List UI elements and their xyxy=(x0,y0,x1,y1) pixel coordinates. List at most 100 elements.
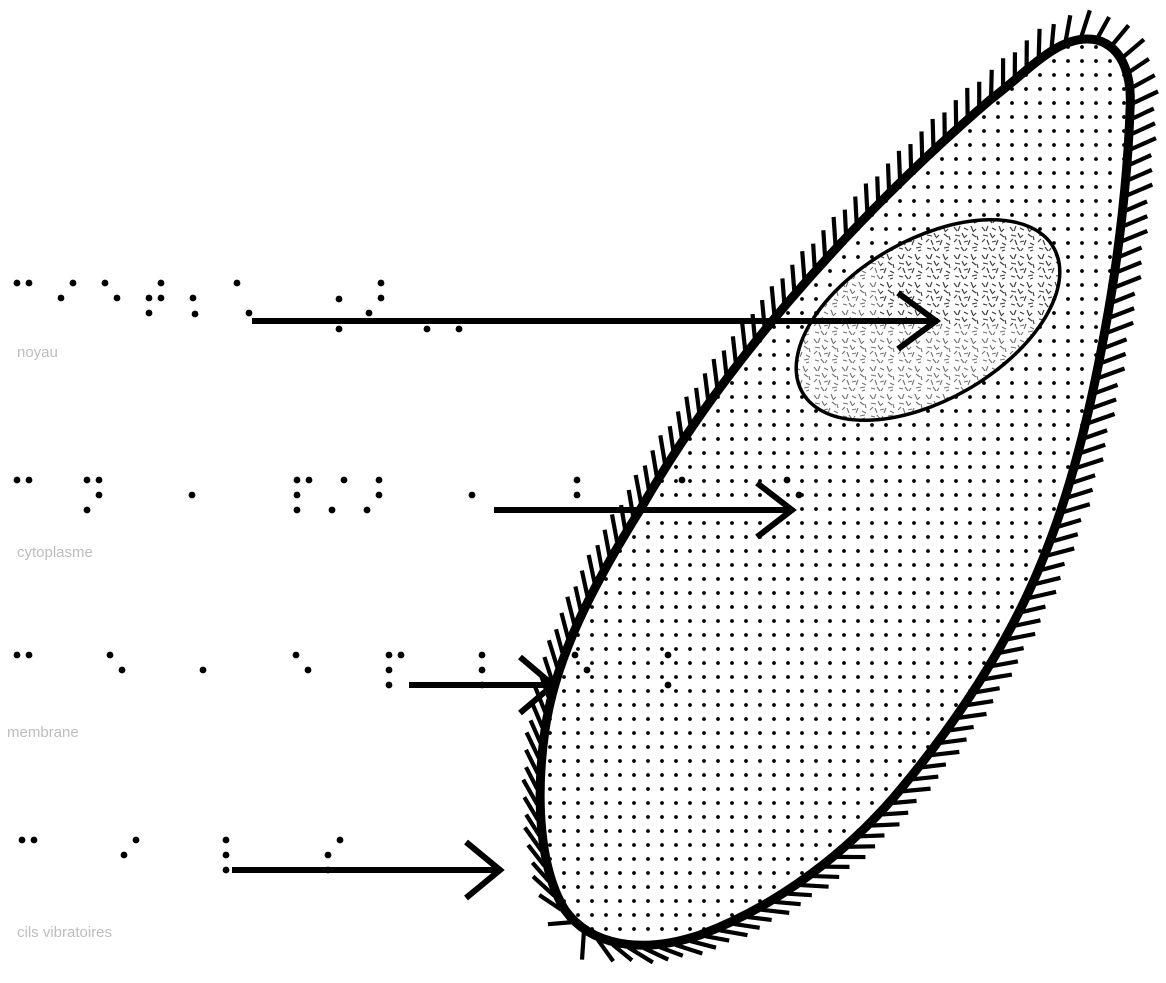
cilium xyxy=(1081,445,1105,453)
braille-dot xyxy=(665,652,672,659)
braille-dot xyxy=(378,280,385,287)
braille-dot xyxy=(223,867,230,874)
braille-dot xyxy=(96,477,103,484)
cilium xyxy=(1131,138,1156,149)
cilium xyxy=(792,265,794,291)
braille-dot xyxy=(223,852,230,859)
braille-dot xyxy=(336,326,343,333)
cilium xyxy=(561,613,568,638)
cilium xyxy=(1133,91,1158,103)
cilium xyxy=(1099,369,1125,378)
braille-dot xyxy=(84,477,91,484)
braille-dot xyxy=(14,652,21,659)
label-nucleus: noyau xyxy=(17,344,58,361)
cilium xyxy=(1063,504,1089,512)
cilium xyxy=(823,230,825,256)
cilium xyxy=(1108,323,1134,333)
braille-dot xyxy=(293,652,300,659)
cilium xyxy=(1124,216,1147,226)
cilium xyxy=(675,945,702,954)
cilium xyxy=(1048,548,1075,555)
cilium xyxy=(1127,185,1152,196)
cilium xyxy=(678,411,682,437)
braille-dot xyxy=(294,492,301,499)
cilium xyxy=(686,397,690,425)
braille-dot xyxy=(246,310,253,317)
cilium xyxy=(813,876,839,877)
cilium xyxy=(1113,294,1135,303)
cilium xyxy=(724,351,727,375)
cilium xyxy=(582,932,584,959)
cilium xyxy=(1120,248,1142,257)
braille-dot xyxy=(58,295,65,302)
braille-dot xyxy=(26,652,33,659)
cilium xyxy=(991,70,992,96)
cilium xyxy=(834,217,836,245)
cilium xyxy=(932,752,960,755)
cilium xyxy=(1052,24,1054,47)
cilium xyxy=(933,119,934,147)
braille-dot xyxy=(325,867,332,874)
cilium xyxy=(855,197,856,223)
braille-dot xyxy=(574,492,581,499)
label-cytoplasm: cytoplasme xyxy=(17,544,93,561)
label-cilia: cils vibratoires xyxy=(17,924,112,941)
cilium xyxy=(714,359,718,387)
cilium xyxy=(1092,399,1116,408)
cilium xyxy=(1039,29,1040,57)
cilium xyxy=(1133,109,1154,119)
cilium xyxy=(761,910,789,913)
cilium xyxy=(903,789,931,792)
cilium xyxy=(742,322,745,350)
cilium xyxy=(772,286,775,314)
braille-dot xyxy=(19,837,26,844)
braille-dot xyxy=(479,667,486,674)
cilium xyxy=(720,930,748,935)
cilium xyxy=(1096,385,1118,393)
braille-dot xyxy=(665,682,672,689)
cilium xyxy=(1113,25,1129,44)
cilium xyxy=(882,813,908,815)
braille-dot xyxy=(158,280,165,287)
cilium xyxy=(872,824,900,825)
cilium xyxy=(705,373,708,399)
braille-dot xyxy=(200,667,207,674)
label-membrane: membrane xyxy=(7,724,79,741)
cilium xyxy=(556,629,562,652)
cilium xyxy=(1068,490,1092,498)
arrow-cilia xyxy=(232,842,500,898)
braille-dot xyxy=(341,477,348,484)
braille-dot xyxy=(158,295,165,302)
cilium xyxy=(1066,15,1070,40)
cilium xyxy=(549,640,557,667)
braille-dot xyxy=(146,295,153,302)
braille-dot xyxy=(119,667,126,674)
cilium xyxy=(748,917,772,920)
braille-dot xyxy=(386,682,393,689)
cilium xyxy=(921,131,922,157)
cilium xyxy=(899,151,900,179)
braille-dot xyxy=(146,310,153,317)
braille-dot xyxy=(376,477,383,484)
braille-dot xyxy=(192,311,199,318)
cilium xyxy=(575,586,580,609)
cilium xyxy=(788,894,812,895)
cilium xyxy=(1098,17,1109,37)
braille-dot xyxy=(121,852,128,859)
braille-dot xyxy=(31,837,38,844)
braille-dot xyxy=(14,280,21,287)
braille-dot xyxy=(386,667,393,674)
cilium xyxy=(959,714,986,718)
braille-dot xyxy=(336,296,343,303)
cilium xyxy=(1122,231,1147,241)
braille-dot xyxy=(378,295,385,302)
braille-dot xyxy=(190,295,197,302)
cilium xyxy=(1133,75,1155,87)
braille-dot xyxy=(366,310,373,317)
cilium xyxy=(913,777,939,780)
braille-dot xyxy=(305,667,312,674)
cilium xyxy=(734,924,760,928)
cilium xyxy=(636,475,641,502)
cilium xyxy=(1130,155,1151,165)
